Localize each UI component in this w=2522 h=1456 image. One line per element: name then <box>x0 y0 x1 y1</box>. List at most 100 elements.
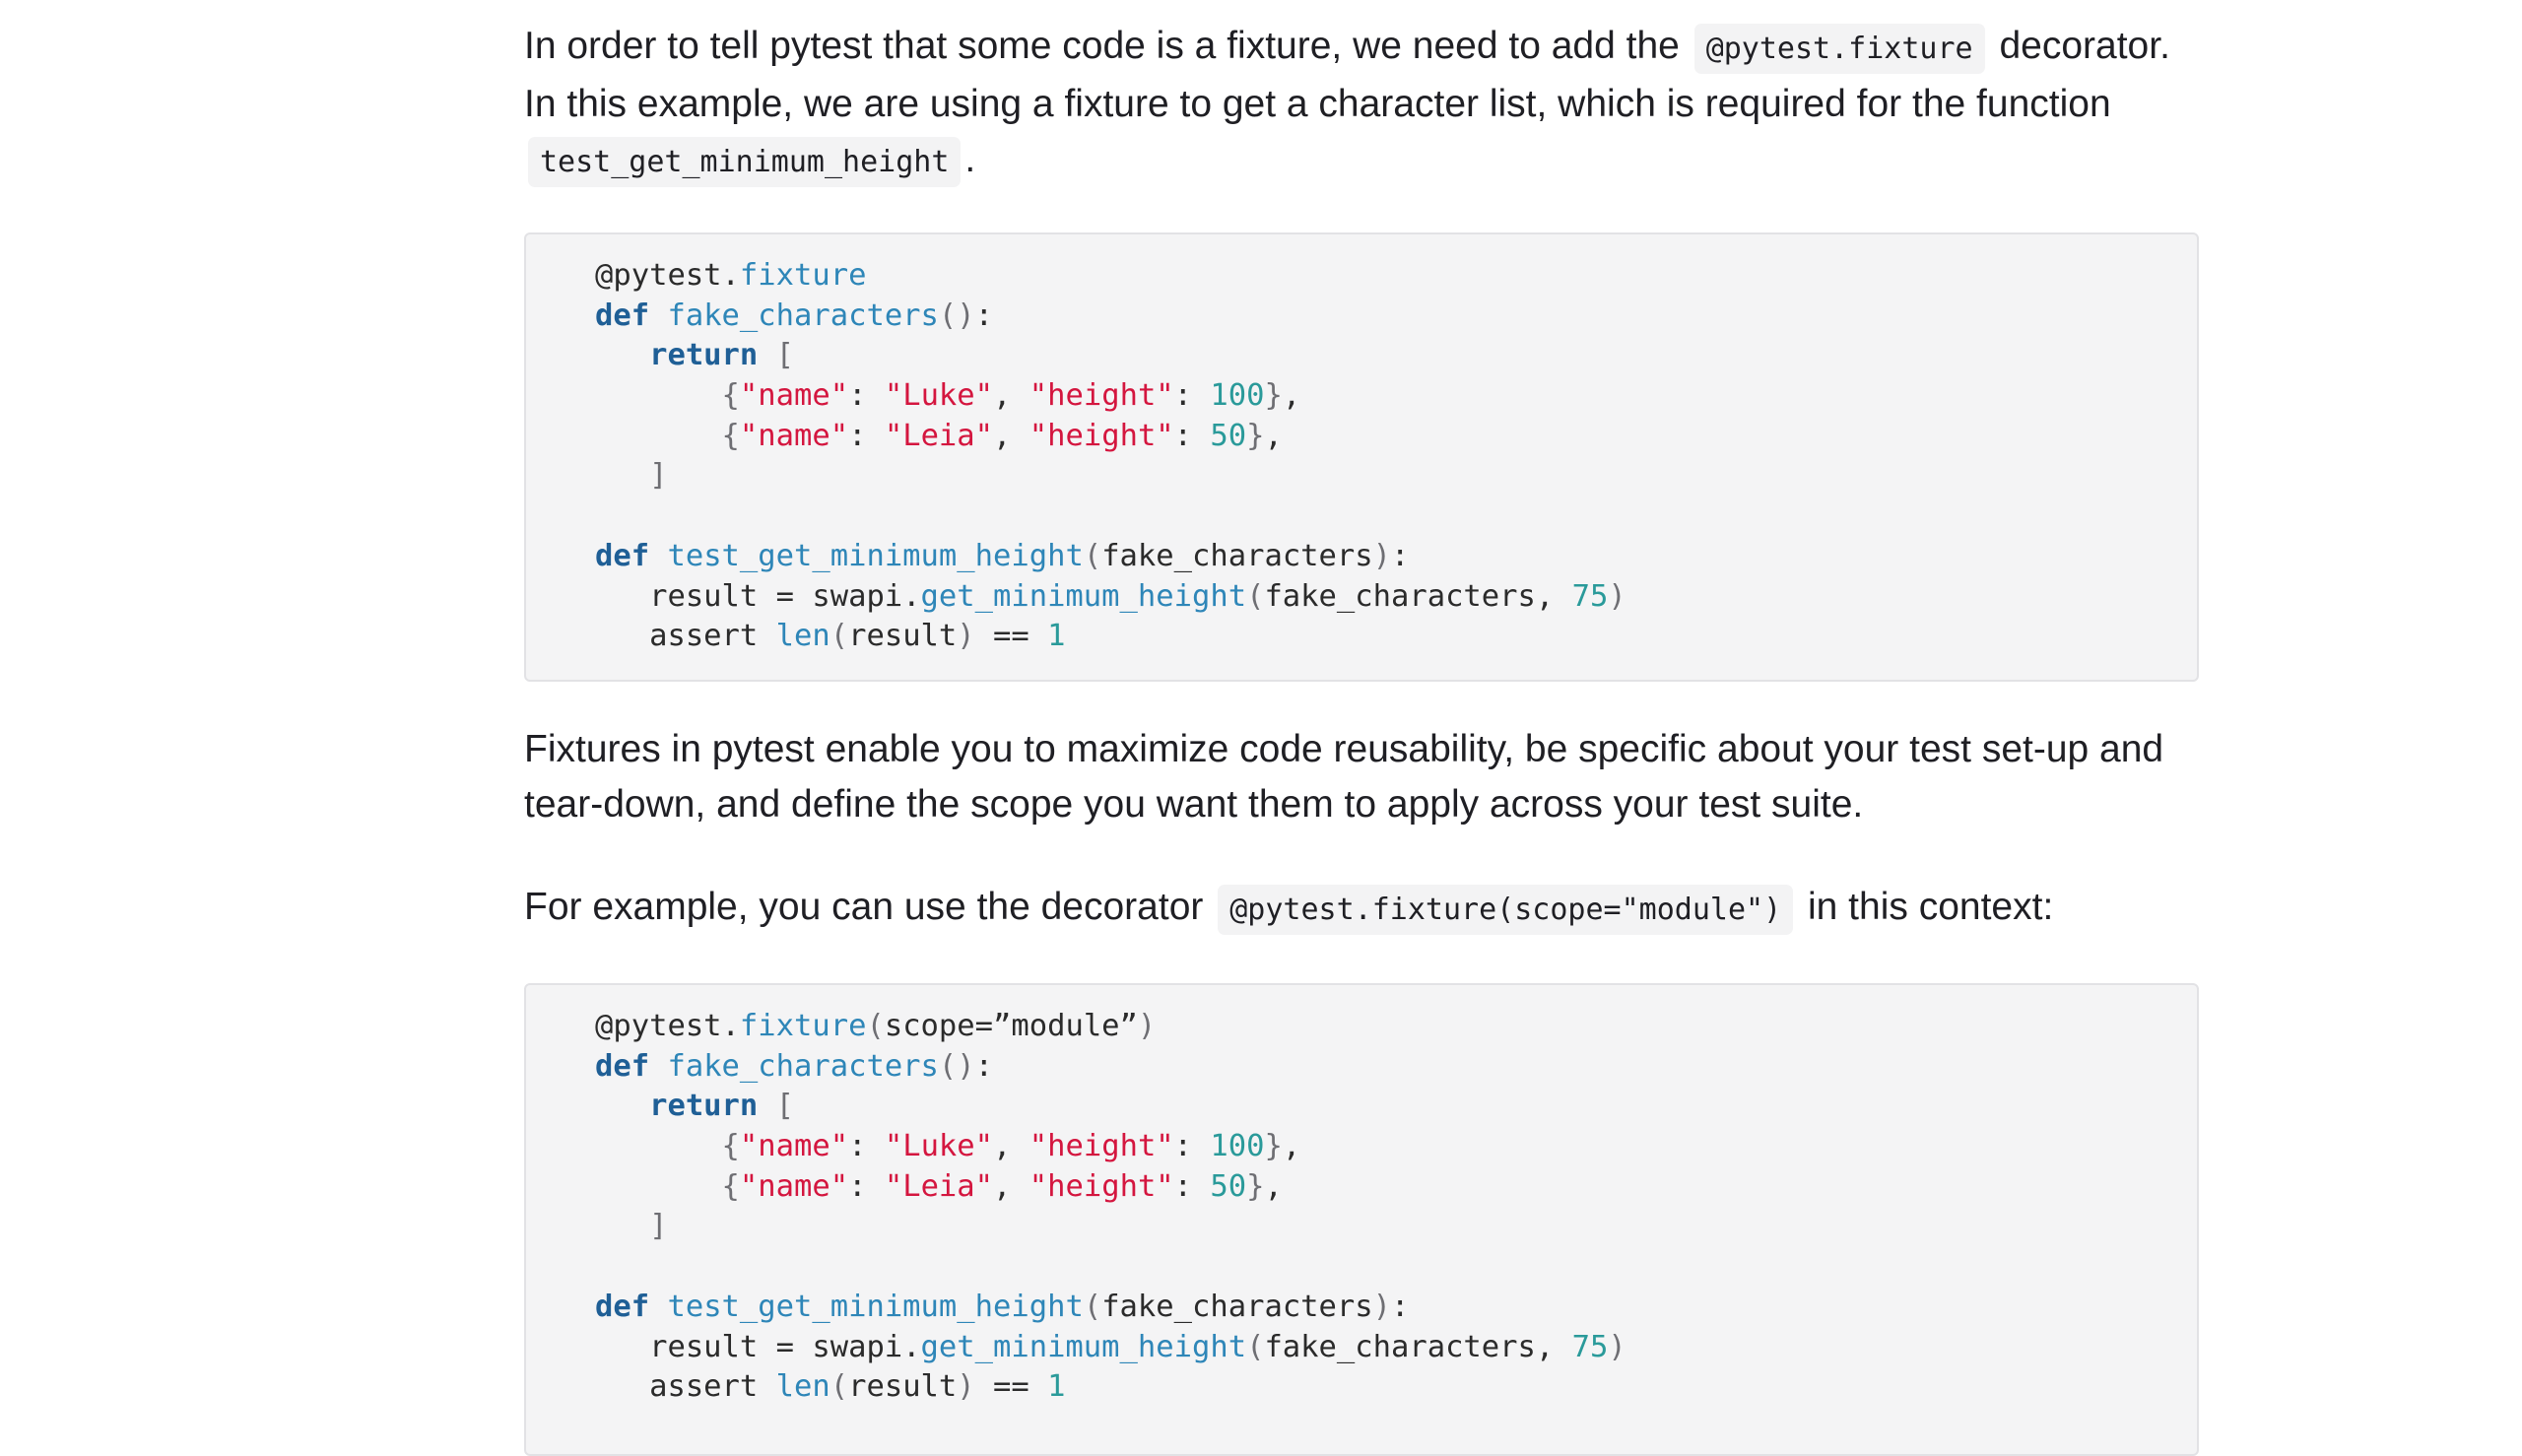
code-token: @pytest. <box>595 1009 740 1043</box>
code-token: ( <box>1246 1329 1265 1364</box>
code-token: == <box>974 619 1048 654</box>
code-token <box>649 539 667 573</box>
code-token <box>758 338 775 372</box>
code-token: test_get_minimum_height <box>667 1289 1084 1324</box>
code-line: ] <box>595 1207 2197 1247</box>
code-line: def fake_characters(): <box>595 1047 2197 1088</box>
code-token: 1 <box>1047 619 1066 654</box>
code-token <box>595 419 722 453</box>
code-token: assert <box>595 1369 776 1405</box>
code-token: 50 <box>1210 418 1247 453</box>
code-token: 100 <box>1210 1129 1265 1164</box>
code-token: ] <box>649 458 668 494</box>
code-token: : <box>1391 1289 1410 1324</box>
code-line: @pytest.fixture(scope=”module”) <box>595 1007 2197 1047</box>
code-token: : <box>1173 1129 1211 1164</box>
code-token: test_get_minimum_height <box>667 538 1084 573</box>
code-line: def test_get_minimum_height(fake_charact… <box>595 1288 2197 1328</box>
code-token: "name" <box>739 1168 849 1204</box>
paragraph-text: in this context: <box>1807 886 2054 928</box>
paragraph-text: For example, you can use the decorator <box>524 886 1204 928</box>
code-token: get_minimum_height <box>920 1329 1247 1364</box>
code-token: "Luke" <box>884 1129 994 1164</box>
code-token <box>758 1089 775 1123</box>
code-line: assert len(result) == 1 <box>595 1367 2197 1408</box>
code-token: : <box>974 1048 994 1084</box>
code-token: "height" <box>1029 1168 1174 1204</box>
inline-code-test-function: test_get_minimum_height <box>528 137 962 187</box>
code-token: () <box>938 1048 975 1084</box>
code-token: ) <box>1608 1329 1626 1364</box>
code-token: fake_characters <box>1101 538 1373 573</box>
code-line: {"name": "Luke", "height": 100}, <box>595 1127 2197 1167</box>
code-token: ) <box>1137 1009 1157 1043</box>
code-line: def fake_characters(): <box>595 297 2197 337</box>
code-token: "name" <box>739 378 849 414</box>
code-token: len <box>775 619 830 654</box>
code-token <box>595 1089 649 1123</box>
code-token: : <box>848 378 885 414</box>
code-token: : <box>848 418 885 453</box>
code-token: ( <box>866 1009 885 1043</box>
code-token: fake_characters <box>667 1048 939 1084</box>
code-token: "name" <box>739 418 849 453</box>
code-token: assert <box>595 619 776 654</box>
code-token: ) <box>1372 1289 1392 1324</box>
code-token: "height" <box>1029 1129 1174 1164</box>
code-token: ) <box>957 619 975 654</box>
code-token: , <box>993 378 1029 414</box>
code-block-scoped-fixture-example[interactable]: @pytest.fixture(scope=”module”)def fake_… <box>524 983 2199 1456</box>
code-token: def <box>595 1048 650 1084</box>
code-token: , <box>1264 1168 1283 1204</box>
code-token: : <box>974 298 994 333</box>
code-token: def <box>595 538 650 573</box>
code-token: : <box>848 1129 885 1164</box>
code-line: {"name": "Leia", "height": 50}, <box>595 1167 2197 1208</box>
code-token: result <box>848 1369 958 1405</box>
code-line: result = swapi.get_minimum_height(fake_c… <box>595 1328 2197 1368</box>
code-token: : <box>1173 418 1211 453</box>
code-token <box>649 1290 667 1324</box>
code-token: } <box>1264 1129 1283 1164</box>
code-token: } <box>1246 418 1265 453</box>
code-token: 50 <box>1210 1168 1247 1204</box>
code-token: fixture <box>739 1009 867 1043</box>
code-token <box>649 1049 667 1084</box>
code-token: ( <box>830 1369 849 1405</box>
code-token: len <box>775 1369 830 1405</box>
code-token: ] <box>649 1209 668 1244</box>
paragraph-text: In order to tell pytest that some code i… <box>524 25 1680 67</box>
code-token: () <box>938 298 975 333</box>
code-token: result = swapi. <box>595 578 921 614</box>
code-token: "name" <box>739 1129 849 1164</box>
code-token: return <box>649 338 759 373</box>
code-token <box>595 1169 722 1204</box>
inline-code-pytest-fixture: @pytest.fixture <box>1693 24 1985 74</box>
code-line: return [ <box>595 336 2197 376</box>
code-token: @pytest. <box>595 258 740 293</box>
code-token: : <box>1173 1168 1211 1204</box>
paragraph-text: . <box>964 138 976 180</box>
code-line: assert len(result) == 1 <box>595 617 2197 657</box>
code-token: : <box>848 1168 885 1204</box>
code-token: 1 <box>1047 1369 1066 1405</box>
code-token: fake_characters, <box>1264 578 1572 614</box>
code-token: 75 <box>1571 1329 1609 1364</box>
code-token: ) <box>1372 538 1392 573</box>
code-line: def test_get_minimum_height(fake_charact… <box>595 537 2197 577</box>
code-token: { <box>721 418 740 453</box>
code-token: { <box>721 378 740 414</box>
code-token: fixture <box>739 258 867 293</box>
code-token: [ <box>775 1089 795 1124</box>
code-token: result <box>848 619 958 654</box>
code-token: "Luke" <box>884 378 994 414</box>
code-token: : <box>1173 378 1211 414</box>
code-token: "Leia" <box>884 418 994 453</box>
code-line: {"name": "Leia", "height": 50}, <box>595 417 2197 457</box>
code-token: , <box>993 1168 1029 1204</box>
paragraph-fixture-intro: In order to tell pytest that some code i… <box>524 19 2199 190</box>
code-content: @pytest.fixture(scope=”module”)def fake_… <box>526 985 2197 1408</box>
code-line: @pytest.fixture <box>595 256 2197 297</box>
